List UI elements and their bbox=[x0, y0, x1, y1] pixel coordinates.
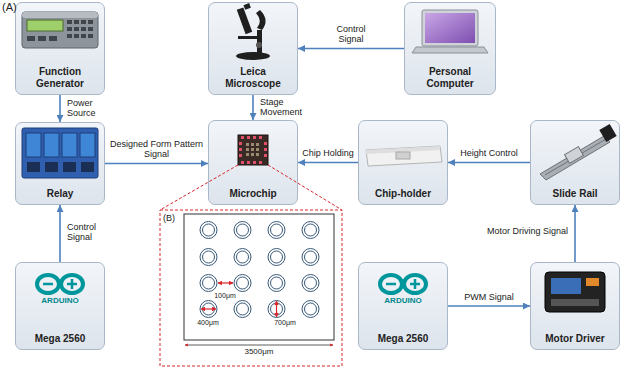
zoom-leader-lines bbox=[160, 165, 342, 366]
device-card: Mega 2560 bbox=[358, 262, 448, 350]
signal-label: Control Signal bbox=[325, 24, 377, 45]
device-card: Function Generator bbox=[15, 2, 105, 95]
signal-arrow bbox=[448, 305, 530, 307]
motor-driver-icon bbox=[545, 272, 605, 312]
signal-arrow bbox=[105, 163, 208, 165]
microchip-icon bbox=[238, 135, 268, 165]
dimension-label: 100μm bbox=[212, 292, 238, 300]
logo-text: ARDUINO bbox=[363, 297, 443, 306]
signal-label: Chip Holding bbox=[300, 148, 356, 158]
relay-board-icon bbox=[22, 128, 98, 178]
signal-arrow bbox=[448, 162, 530, 164]
signal-label: Designed Form Pattern Signal bbox=[109, 139, 205, 160]
signal-arrow bbox=[298, 162, 358, 164]
device-card: Microchip bbox=[208, 120, 298, 205]
device-card: Chip-holder bbox=[358, 120, 448, 205]
signal-label: Stage Movement bbox=[259, 97, 307, 118]
signal-arrow bbox=[59, 205, 61, 262]
device-card: Leica Microscope bbox=[208, 2, 298, 95]
slide-rail-icon bbox=[540, 124, 617, 180]
device-card: Relay bbox=[15, 122, 105, 205]
device-card: Slide Rail bbox=[530, 120, 620, 205]
arduino-logo bbox=[380, 275, 426, 293]
device-name: Microchip bbox=[229, 188, 276, 200]
device-card: Mega 2560 bbox=[15, 262, 105, 350]
device-name: Chip-holder bbox=[375, 188, 431, 200]
signal-arrow bbox=[59, 95, 61, 122]
signal-label: Height Control bbox=[458, 148, 520, 158]
device-name: Mega 2560 bbox=[35, 333, 86, 345]
dimension-label: 400μm bbox=[195, 319, 221, 327]
arduino-logo bbox=[37, 275, 83, 293]
card-grounds bbox=[16, 3, 620, 350]
dimension-label: 700μm bbox=[272, 319, 298, 327]
dimension-label: 3500μm bbox=[239, 348, 279, 357]
device-name: Personal Computer bbox=[413, 66, 487, 89]
signal-arrow bbox=[298, 48, 404, 50]
device-card: Personal Computer bbox=[404, 2, 496, 95]
panel-letter: (B) bbox=[163, 214, 181, 224]
device-name: Relay bbox=[47, 188, 74, 200]
signal-label: PWM Signal bbox=[456, 292, 522, 302]
device-card: Motor Driver bbox=[530, 262, 620, 350]
signal-label: Motor Driving Signal bbox=[469, 226, 569, 236]
signal-label: Control Signal bbox=[66, 222, 111, 243]
panel-letter: (A) bbox=[2, 1, 26, 13]
laptop-icon bbox=[412, 10, 488, 53]
device-name: Mega 2560 bbox=[378, 333, 429, 345]
electrode-array bbox=[184, 214, 334, 345]
signal-label: Power Source bbox=[66, 98, 108, 119]
signal-arrow bbox=[574, 205, 576, 262]
device-name: Slide Rail bbox=[552, 188, 597, 200]
microscope-icon bbox=[236, 3, 270, 60]
function-generator-icon bbox=[22, 12, 98, 48]
chip-holder-icon bbox=[366, 146, 442, 166]
logo-text: ARDUINO bbox=[20, 297, 100, 306]
device-name: Motor Driver bbox=[545, 333, 604, 345]
signal-arrow bbox=[252, 95, 254, 120]
device-name: Leica Microscope bbox=[216, 66, 290, 89]
device-name: Function Generator bbox=[23, 66, 97, 89]
